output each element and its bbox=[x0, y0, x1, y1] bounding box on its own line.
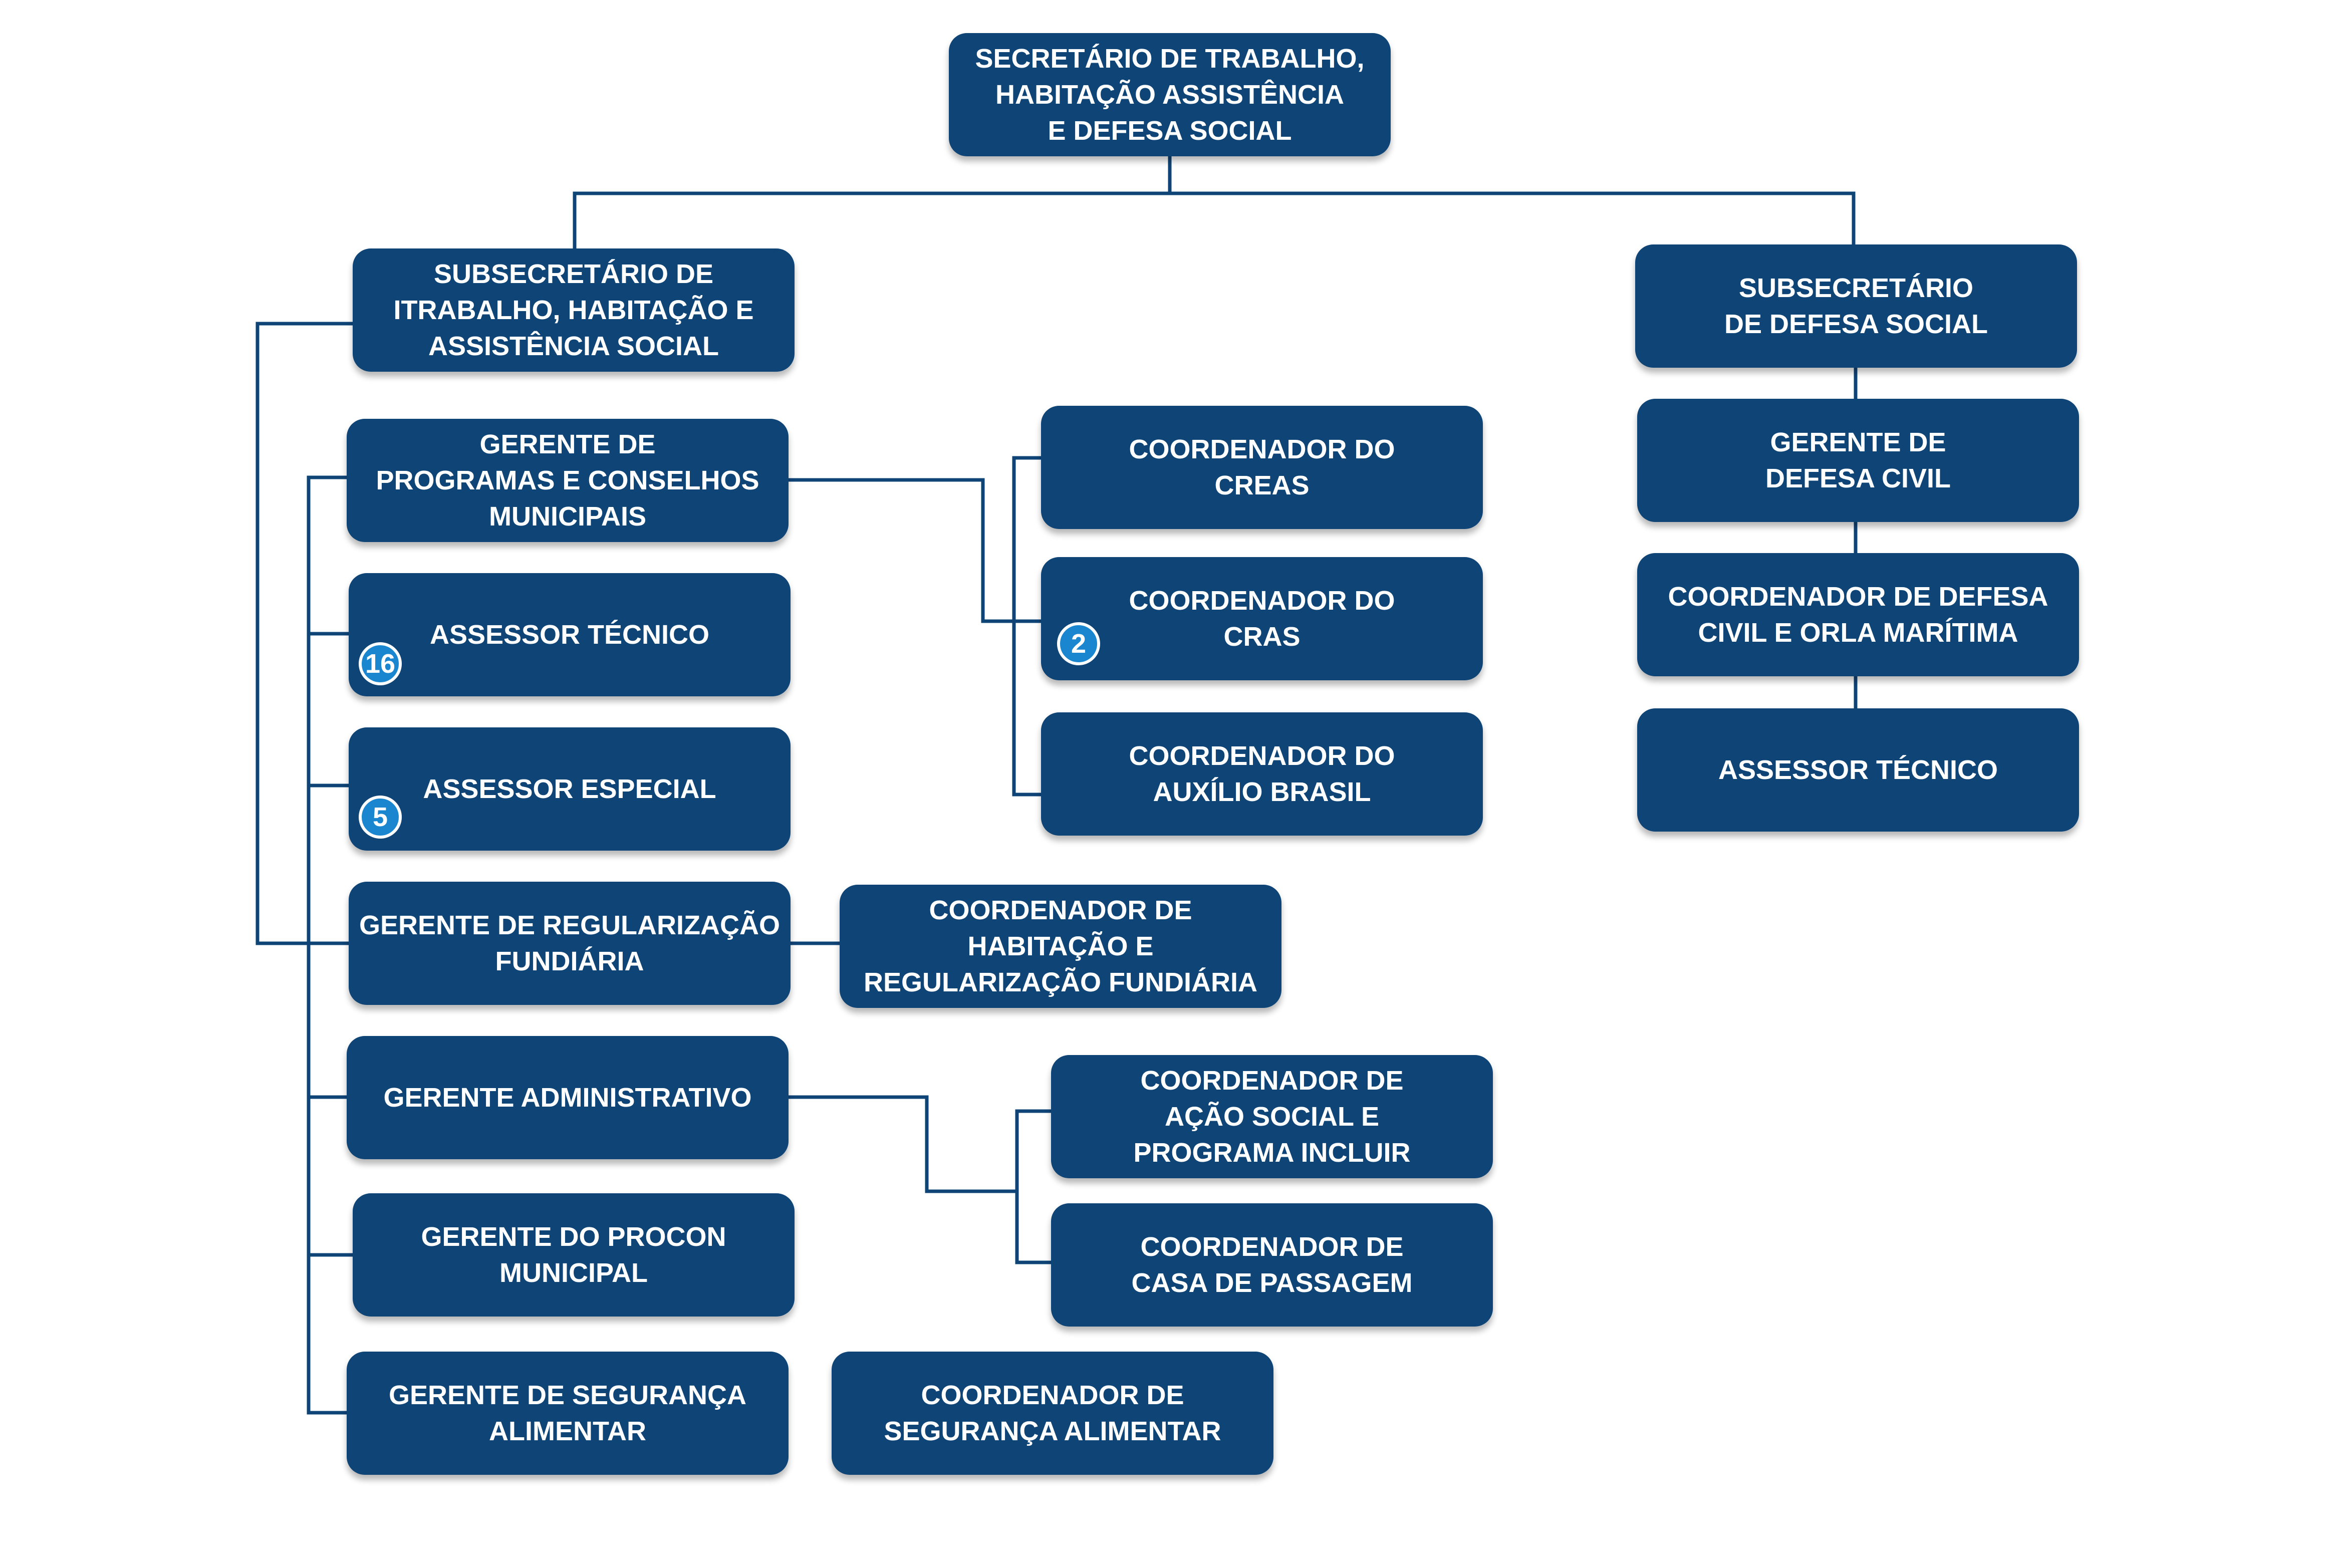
admin-bracket-connector bbox=[1015, 1109, 1053, 1264]
gerente-administrativo-node: GERENTE ADMINISTRATIVO bbox=[347, 1036, 789, 1159]
coord-seguranca-node: COORDENADOR DE SEGURANÇA ALIMENTAR bbox=[832, 1352, 1273, 1475]
gerente-seguranca-node: GERENTE DE SEGURANÇA ALIMENTAR bbox=[347, 1352, 789, 1475]
secretario-node: SECRETÁRIO DE TRABALHO, HABITAÇÃO ASSIST… bbox=[949, 33, 1391, 156]
subsecretario-defesa-node: SUBSECRETÁRIO DE DEFESA SOCIAL bbox=[1635, 244, 2077, 368]
assessor-tecnico-right-node: ASSESSOR TÉCNICO bbox=[1637, 708, 2079, 832]
coord-acao-social-node: COORDENADOR DE AÇÃO SOCIAL E PROGRAMA IN… bbox=[1051, 1055, 1493, 1178]
coord-cras-count-badge: 2 bbox=[1057, 622, 1100, 665]
coord-defesa-civil-node: COORDENADOR DE DEFESA CIVIL E ORLA MARÍT… bbox=[1637, 553, 2079, 676]
subsecretario-trabalho-node: SUBSECRETÁRIO DE ITRABALHO, HABITAÇÃO E … bbox=[353, 248, 795, 372]
admin-link-connector bbox=[787, 1095, 1019, 1193]
assessor-tecnico-count-badge: 16 bbox=[359, 642, 402, 685]
gerente-programas-node: GERENTE DE PROGRAMAS E CONSELHOS MUNICIP… bbox=[347, 419, 789, 542]
coord-creas-node: COORDENADOR DO CREAS bbox=[1041, 406, 1483, 529]
outer-bracket-connector bbox=[255, 322, 355, 945]
gerente-procon-node: GERENTE DO PROCON MUNICIPAL bbox=[353, 1193, 795, 1317]
coord-bracket-connector bbox=[1012, 456, 1043, 797]
assessor-especial-node: ASSESSOR ESPECIAL bbox=[349, 727, 791, 851]
assessor-especial-count-badge: 5 bbox=[359, 796, 402, 839]
assessor-tecnico-node: ASSESSOR TÉCNICO bbox=[349, 573, 791, 696]
gerente-defesa-civil-node: GERENTE DE DEFESA CIVIL bbox=[1637, 399, 2079, 522]
coord-auxilio-node: COORDENADOR DO AUXÍLIO BRASIL bbox=[1041, 712, 1483, 836]
gerente-regularizacao-node: GERENTE DE REGULARIZAÇÃO FUNDIÁRIA bbox=[349, 882, 791, 1005]
programas-link-connector bbox=[787, 478, 1016, 623]
coord-casa-passagem-node: COORDENADOR DE CASA DE PASSAGEM bbox=[1051, 1203, 1493, 1327]
inner-bracket-connector bbox=[307, 475, 349, 1415]
coord-cras-node: COORDENADOR DO CRAS bbox=[1041, 557, 1483, 680]
coord-habitacao-node: COORDENADOR DE HABITAÇÃO E REGULARIZAÇÃO… bbox=[840, 885, 1281, 1008]
